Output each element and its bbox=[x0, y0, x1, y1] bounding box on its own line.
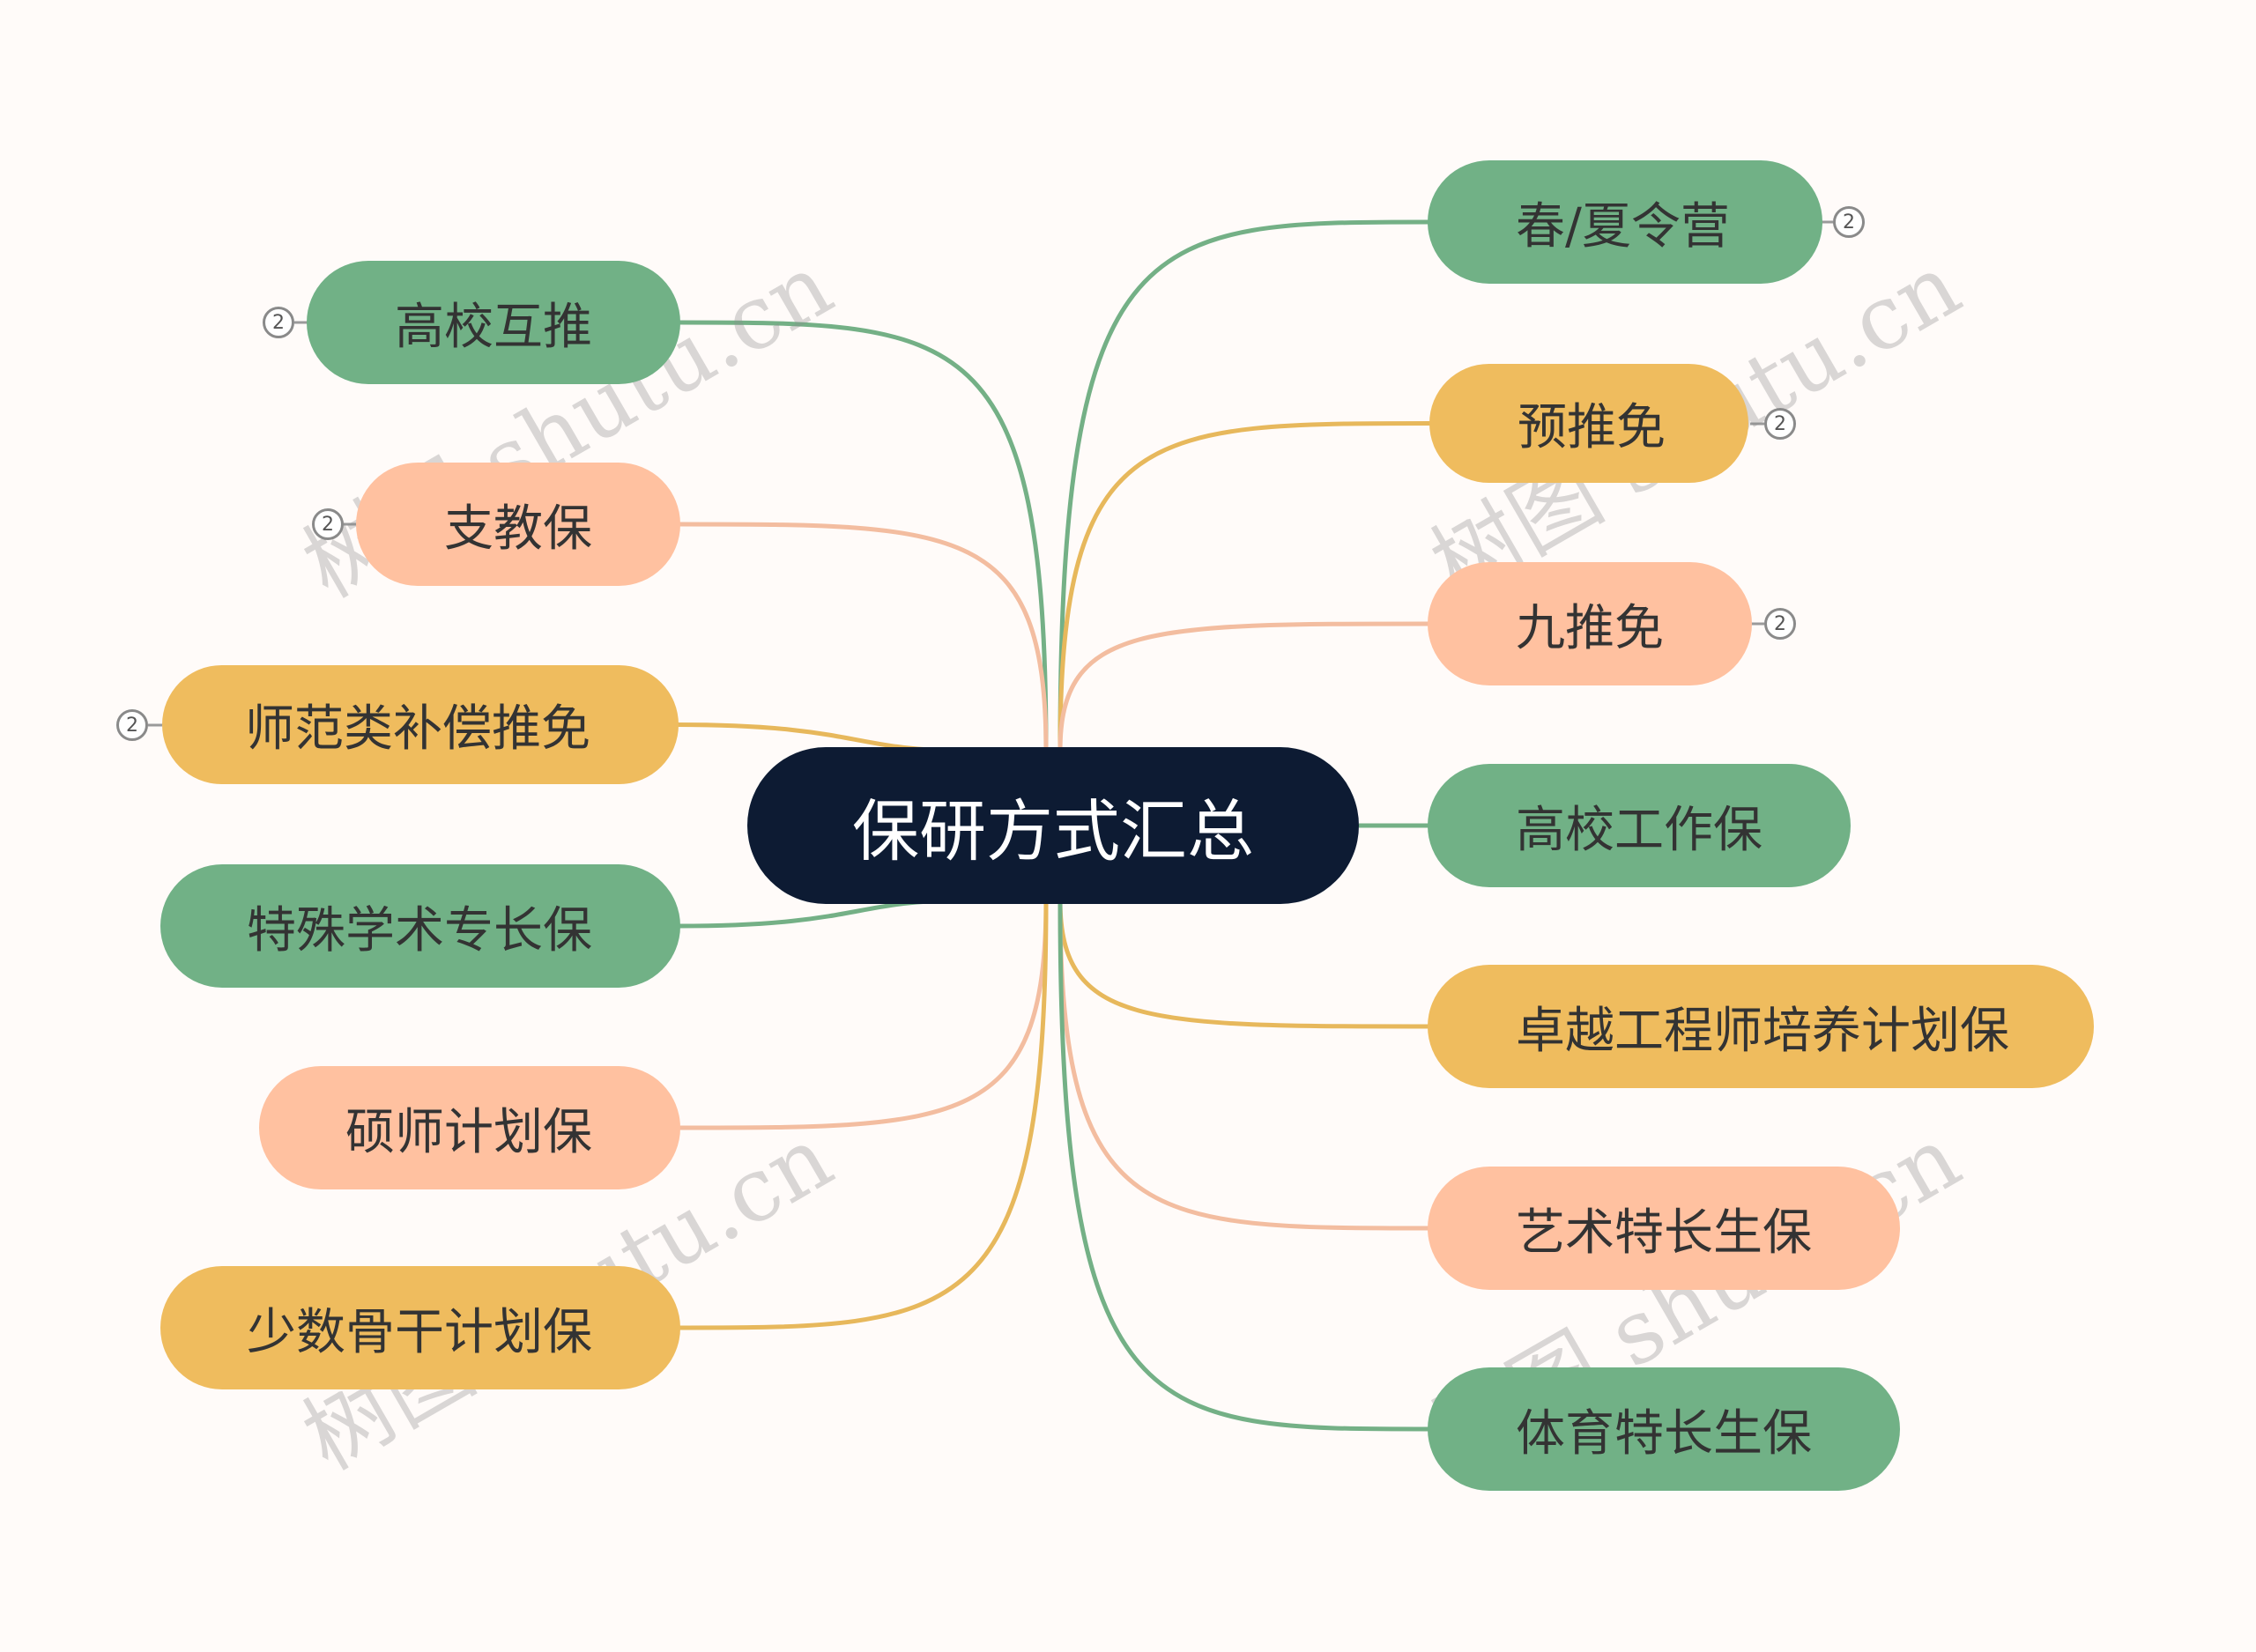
branch-node[interactable]: 高校工作保 bbox=[1428, 764, 1851, 887]
branch-label: 少数骨干计划保 bbox=[247, 1303, 592, 1361]
branch-label: 支教保 bbox=[444, 500, 592, 558]
branch-node[interactable]: 体育特长生保 bbox=[1428, 1367, 1900, 1491]
collapse-count-badge[interactable]: 2 bbox=[116, 709, 148, 741]
root-topic[interactable]: 保研方式汇总 bbox=[747, 747, 1359, 904]
branch-connector bbox=[1058, 900, 1430, 1231]
branch-connector bbox=[678, 900, 1049, 1330]
branch-label: 艺术特长生保 bbox=[1516, 1204, 1812, 1262]
branch-node[interactable]: 师范类补偿推免 bbox=[162, 665, 679, 784]
branch-label: 高校互推 bbox=[395, 298, 592, 356]
branch-node[interactable]: 卓越工程师培养计划保 bbox=[1428, 965, 2094, 1088]
branch-label: 春/夏令营 bbox=[1516, 197, 1730, 256]
branch-node[interactable]: 艺术特长生保 bbox=[1428, 1167, 1900, 1290]
collapse-count-badge[interactable]: 2 bbox=[1764, 608, 1796, 640]
branch-connector bbox=[1058, 900, 1430, 1029]
branch-connector bbox=[1058, 900, 1430, 1432]
branch-node[interactable]: 硕师计划保 bbox=[259, 1066, 680, 1189]
branch-connector bbox=[1058, 621, 1430, 752]
collapse-count-badge[interactable]: 2 bbox=[263, 307, 294, 338]
collapse-count-badge[interactable]: 2 bbox=[1833, 206, 1865, 238]
branch-connector bbox=[678, 522, 1049, 752]
branch-connector bbox=[678, 320, 1049, 752]
branch-node[interactable]: 预推免 bbox=[1429, 364, 1748, 483]
branch-label: 特殊学术专长保 bbox=[247, 901, 592, 959]
collapse-count-badge[interactable]: 2 bbox=[1764, 408, 1796, 440]
branch-label: 体育特长生保 bbox=[1516, 1404, 1812, 1463]
branch-node[interactable]: 春/夏令营 bbox=[1428, 160, 1822, 284]
branch-node[interactable]: 支教保 bbox=[356, 463, 680, 586]
branch-label: 卓越工程师培养计划保 bbox=[1516, 1002, 2009, 1060]
branch-node[interactable]: 特殊学术专长保 bbox=[160, 864, 680, 988]
branch-connector bbox=[678, 900, 1049, 1130]
branch-label: 高校工作保 bbox=[1516, 801, 1762, 859]
branch-connector bbox=[678, 898, 961, 929]
branch-node[interactable]: 少数骨干计划保 bbox=[160, 1266, 680, 1389]
branch-node[interactable]: 九推免 bbox=[1428, 562, 1752, 685]
collapse-count-badge[interactable]: 2 bbox=[312, 508, 344, 540]
branch-connector bbox=[1058, 421, 1432, 752]
branch-label: 九推免 bbox=[1516, 599, 1664, 657]
branch-label: 师范类补偿推免 bbox=[245, 700, 590, 758]
branch-label: 硕师计划保 bbox=[345, 1103, 592, 1161]
branch-label: 预推免 bbox=[1518, 399, 1666, 456]
branch-connector bbox=[1058, 219, 1430, 752]
branch-node[interactable]: 高校互推 bbox=[307, 261, 680, 384]
